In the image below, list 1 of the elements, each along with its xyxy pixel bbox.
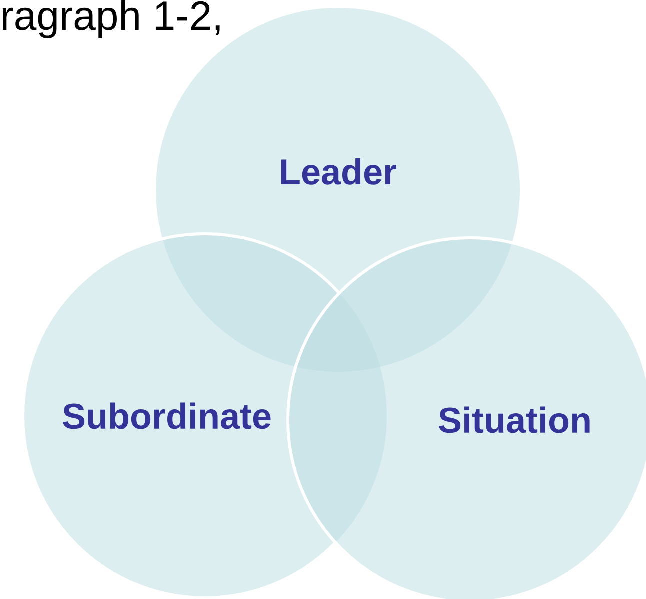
node-label: Situation [439, 406, 590, 434]
